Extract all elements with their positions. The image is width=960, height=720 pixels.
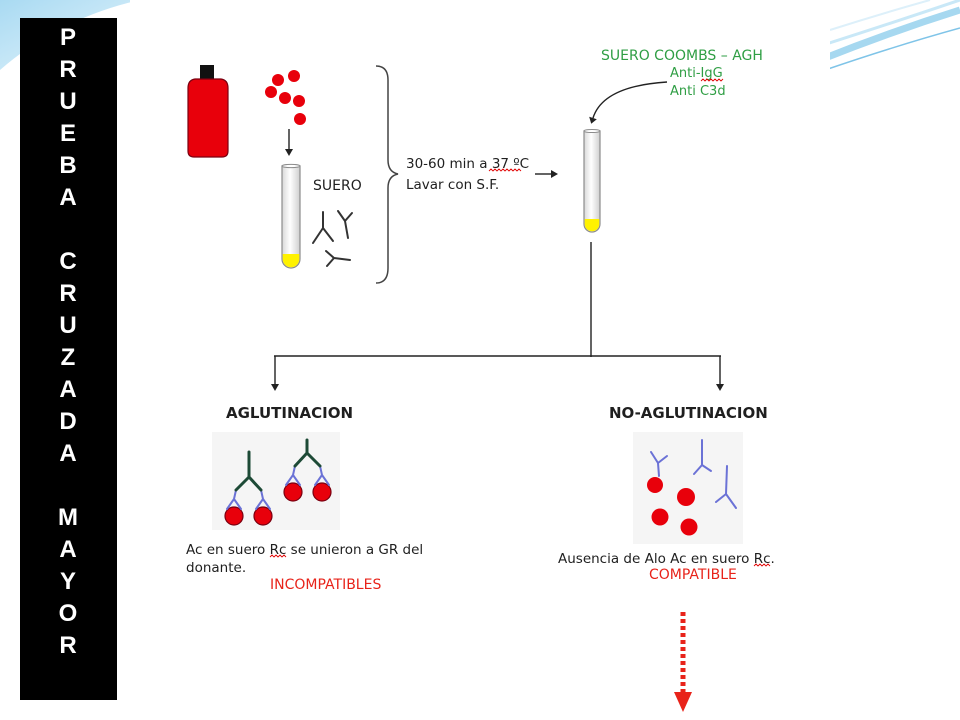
antibody bbox=[325, 250, 351, 267]
incubation-time-label: 30-60 min a 37 ºC bbox=[406, 156, 529, 172]
bottle-body bbox=[187, 78, 229, 158]
tube-glass bbox=[281, 165, 301, 269]
bound-antibody bbox=[285, 465, 301, 486]
red-cell bbox=[272, 74, 284, 86]
arrow-curve bbox=[592, 81, 668, 119]
title-word-mayor: MAYOR bbox=[58, 504, 78, 659]
title-word-cruzada: CRUZADA bbox=[59, 248, 77, 467]
bottle-cap bbox=[200, 65, 214, 80]
red-cell bbox=[283, 482, 303, 502]
tube-glass bbox=[583, 130, 601, 233]
no-agglutination-heading: NO-AGLUTINACION bbox=[609, 404, 768, 422]
arrow-head bbox=[551, 170, 558, 178]
bound-antibody bbox=[314, 465, 330, 486]
spellcheck-underline bbox=[753, 563, 771, 567]
serum-label: SUERO bbox=[313, 178, 362, 194]
coombs-bridge-antibody bbox=[293, 438, 322, 468]
top-left-swoosh bbox=[0, 0, 140, 70]
tube-serum-liquid bbox=[584, 219, 600, 232]
agglutination-heading: AGLUTINACION bbox=[226, 404, 353, 422]
title-word-prueba: PRUEBA bbox=[59, 24, 77, 211]
free-antibody bbox=[693, 439, 712, 475]
test-tube-coombs bbox=[583, 129, 601, 233]
arrow-head bbox=[589, 116, 597, 124]
red-cell bbox=[647, 477, 663, 493]
branch-left-head bbox=[271, 384, 279, 391]
anti-c3d-label: Anti C3d bbox=[670, 84, 726, 99]
swoosh-line bbox=[824, 27, 960, 71]
red-cell bbox=[651, 508, 669, 526]
red-cell bbox=[288, 70, 300, 82]
bound-antibody bbox=[226, 489, 242, 510]
bound-antibody bbox=[255, 489, 271, 510]
red-cell bbox=[677, 488, 695, 506]
red-cell bbox=[312, 482, 332, 502]
free-antibody bbox=[715, 465, 737, 509]
dotted-continuation-arrow bbox=[674, 612, 692, 712]
no-agglutination-illustration bbox=[633, 432, 743, 544]
top-right-swoosh bbox=[818, 0, 960, 71]
no-agglutination-description: Ausencia de Alo Ac en suero Rc. bbox=[558, 551, 775, 567]
coombs-reagent-title: SUERO COOMBS – AGH bbox=[601, 48, 763, 64]
coombs-bridge-antibody bbox=[234, 450, 263, 492]
antibody bbox=[312, 211, 334, 244]
curly-brace bbox=[375, 65, 399, 284]
arrow-head bbox=[285, 149, 293, 156]
antibody bbox=[337, 210, 353, 239]
tube-serum-liquid bbox=[282, 254, 300, 268]
red-cell bbox=[279, 92, 291, 104]
spellcheck-underline bbox=[700, 78, 724, 82]
test-tube-serum bbox=[281, 163, 301, 269]
anti-igg-label: Anti-IgG bbox=[670, 66, 723, 81]
blood-bottle bbox=[187, 65, 229, 158]
swoosh-line bbox=[829, 0, 931, 31]
red-cell bbox=[224, 506, 244, 526]
red-cell bbox=[680, 518, 698, 536]
incompatible-result: INCOMPATIBLES bbox=[270, 577, 381, 593]
swoosh-band bbox=[818, 6, 960, 64]
compatible-result: COMPATIBLE bbox=[649, 567, 737, 583]
tube-rim bbox=[583, 129, 601, 133]
arrow-to-coombs-tube bbox=[535, 170, 558, 178]
agglutination-description-line1: Ac en suero Rc se unieron a GR del bbox=[186, 542, 423, 558]
red-cell bbox=[294, 113, 306, 125]
agglutination-illustration bbox=[212, 432, 340, 530]
free-antibody bbox=[650, 451, 668, 477]
donor-red-cells bbox=[265, 70, 306, 125]
red-cell bbox=[265, 86, 277, 98]
arrow-cells-to-tube bbox=[285, 129, 293, 156]
red-cell bbox=[253, 506, 273, 526]
result-branch-connector bbox=[271, 242, 724, 391]
dotted-arrow-head bbox=[674, 692, 692, 712]
spellcheck-underline bbox=[488, 168, 522, 172]
vertical-title-bar: PRUEBA CRUZADA MAYOR bbox=[20, 18, 117, 700]
arrow-reagent-to-tube bbox=[589, 81, 668, 124]
spellcheck-underline bbox=[269, 554, 287, 558]
agglutination-description-line2: donante. bbox=[186, 560, 246, 576]
diagram-panel bbox=[130, 0, 830, 720]
red-cell bbox=[293, 95, 305, 107]
swoosh-line bbox=[819, 0, 960, 48]
serum-antibodies bbox=[312, 210, 353, 267]
tube-rim bbox=[281, 163, 301, 169]
branch-right-head bbox=[716, 384, 724, 391]
wash-label: Lavar con S.F. bbox=[406, 177, 499, 193]
